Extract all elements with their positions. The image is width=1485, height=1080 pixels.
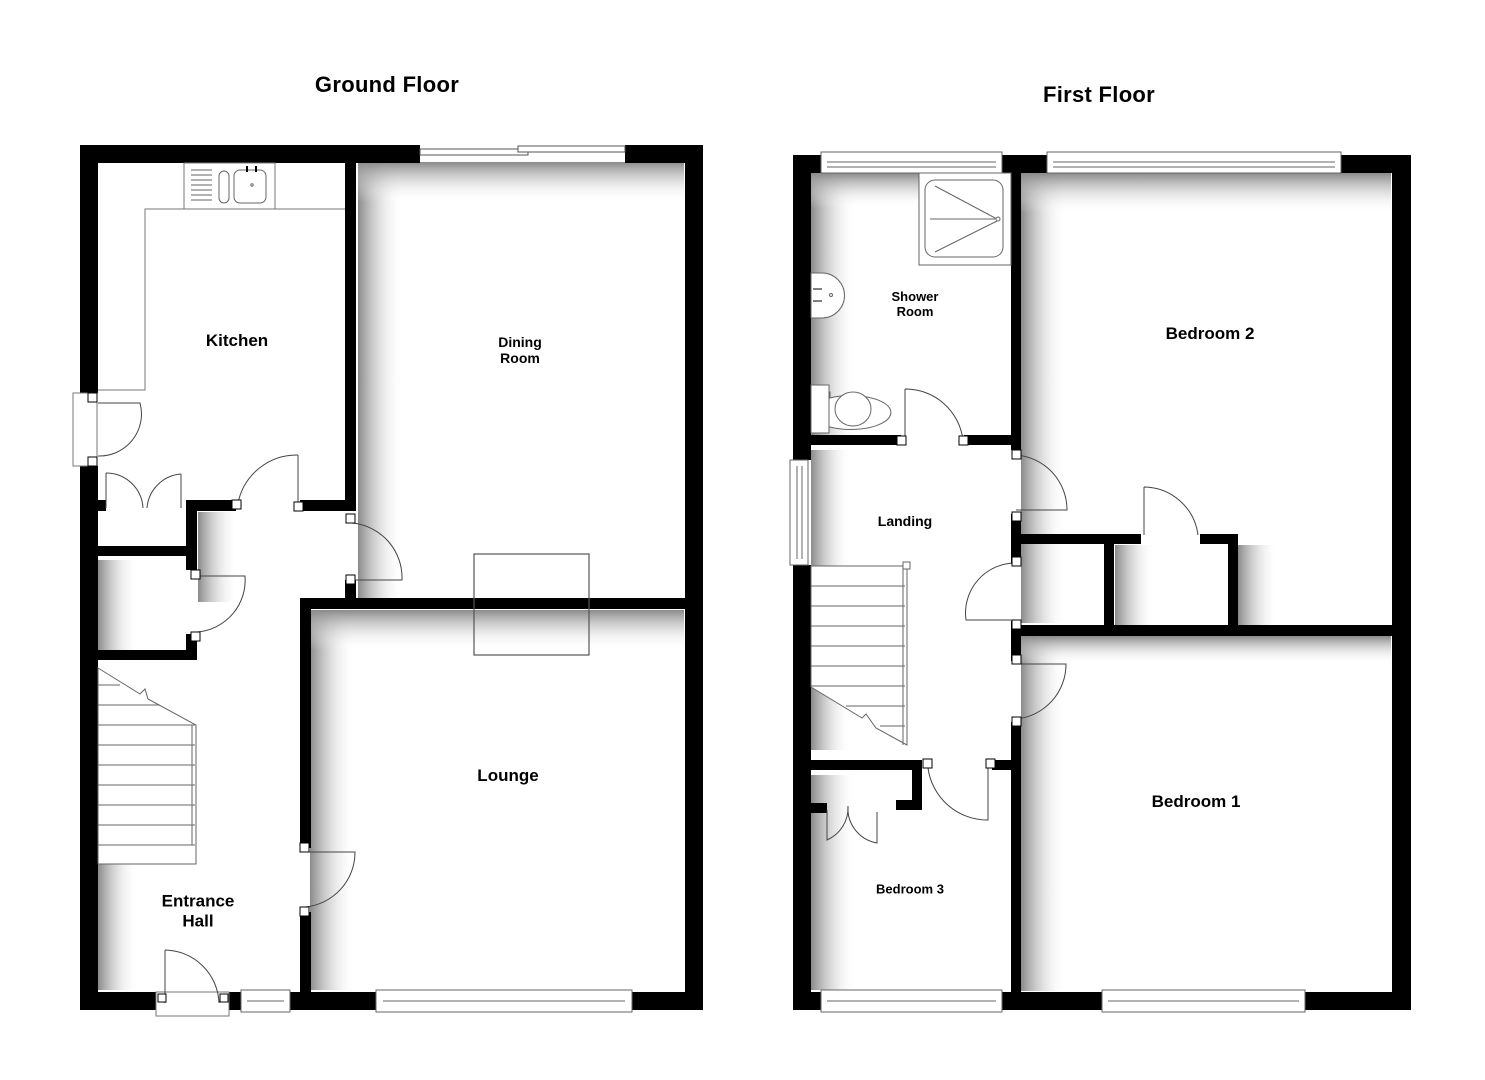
understairs-cupboard-door-icon — [190, 569, 246, 642]
ground-floor-plan — [72, 145, 703, 1017]
chimney-breast-icon — [473, 553, 590, 656]
landing-cupboard-door-icon — [965, 556, 1022, 630]
room-label-lounge: Lounge — [477, 766, 539, 786]
room-label-dining-room: Dining Room — [498, 333, 542, 366]
dining-door-icon — [345, 513, 403, 585]
bedroom-2-door-icon — [1011, 449, 1068, 522]
wall-shadows — [98, 162, 684, 990]
ground-windows — [240, 989, 633, 1013]
first-staircase-icon — [810, 561, 911, 746]
room-label-kitchen: Kitchen — [205, 331, 269, 351]
bedroom-1-door-icon — [1011, 654, 1067, 727]
wardrobe-door-icon — [1143, 486, 1199, 536]
shower-room-door-icon — [896, 388, 969, 446]
room-label-bedroom-3: Bedroom 3 — [876, 881, 944, 897]
ground-floor-title: Ground Floor — [314, 72, 460, 97]
room-label-bedroom-2: Bedroom 2 — [1165, 324, 1255, 344]
room-label-shower-room: Shower Room — [891, 289, 939, 319]
kitchen-door-icon — [231, 454, 304, 512]
room-label-landing: Landing — [877, 512, 933, 529]
shower-tray-icon — [918, 172, 1012, 266]
kitchen-worktop — [98, 162, 345, 391]
bedroom-3-door-icon — [922, 758, 996, 821]
room-label-entrance-hall: Entrance Hall — [161, 891, 235, 930]
room-label-bedroom-1: Bedroom 1 — [1151, 792, 1241, 812]
first-walls — [793, 155, 1411, 1010]
first-floor-title: First Floor — [1042, 82, 1156, 107]
first-windows — [789, 151, 1342, 1013]
kitchen-sink-icon — [191, 166, 267, 204]
front-door-icon — [155, 949, 230, 1017]
toilet-icon — [810, 384, 892, 434]
ground-staircase-icon — [97, 667, 197, 865]
sliding-patio-door — [419, 145, 626, 156]
side-door-icon — [72, 392, 142, 467]
lounge-door-icon — [299, 842, 356, 917]
first-floor-plan — [789, 151, 1411, 1013]
wardrobe-double-door-icon — [826, 805, 878, 844]
cupboard-double-door-icon — [105, 472, 182, 509]
wash-basin-icon — [810, 272, 845, 319]
ground-walls — [80, 145, 703, 1010]
